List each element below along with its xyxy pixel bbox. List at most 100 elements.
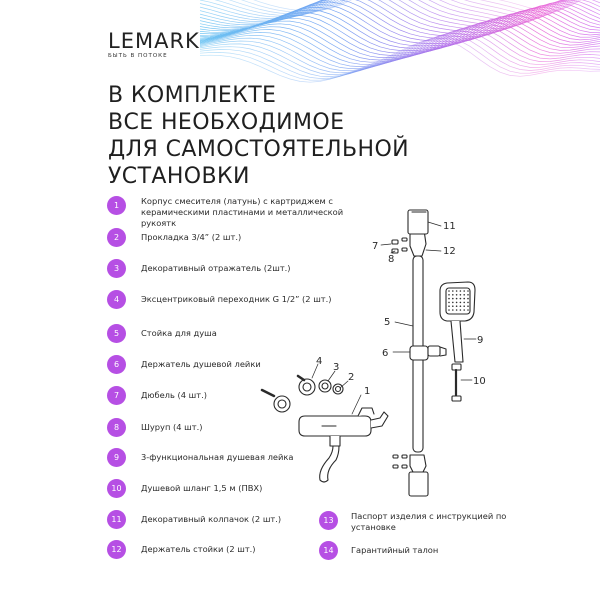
list-item-8: 8 Шуруп (4 шт.) [107, 418, 202, 437]
wave-line [199, 26, 600, 72]
nozzle-dot [455, 290, 458, 292]
brand-name: LEMARK [108, 29, 200, 53]
nozzle-dot [459, 290, 462, 292]
wave-line [199, 34, 600, 79]
brand-logo: LEMARK БЫТЬ В ПОТОКЕ [108, 30, 200, 59]
nozzle-dot [459, 297, 462, 300]
item-text: Дюбель (4 шт.) [141, 390, 207, 400]
diagram-label-7: 7 [372, 241, 378, 252]
diagram-label-6: 6 [382, 348, 388, 359]
wave-line [199, 28, 600, 74]
diagram-label-3: 3 [333, 362, 339, 373]
nozzle-dot [463, 297, 466, 300]
diagram-label-1: 1 [364, 386, 370, 397]
nozzle-dot [452, 309, 454, 311]
diagram-label-2: 2 [348, 372, 354, 383]
list-item-12: 12 Держатель стойки (2 шт.) [107, 540, 256, 559]
wave-line [199, 32, 600, 77]
item-text: Шуруп (4 шт.) [141, 422, 203, 432]
item-text: Декоративный колпачок (2 шт.) [141, 514, 282, 524]
screws-top-drawing [391, 237, 408, 254]
brand-tagline: БЫТЬ В ПОТОКЕ [108, 53, 168, 59]
item-text: Держатель душевой лейки [141, 359, 261, 369]
wave-line [199, 38, 600, 83]
nozzle-dot [467, 301, 469, 304]
nozzle-dot [452, 294, 454, 296]
diagram-label-5: 5 [384, 317, 390, 328]
diagram-label-11: 11 [443, 221, 456, 232]
diagram-label-4: 4 [316, 356, 322, 367]
fittings-drawing [260, 374, 344, 413]
nozzle-dot [455, 309, 458, 311]
item-number-badge: 2 [107, 228, 126, 247]
item-number-badge: 13 [319, 511, 338, 530]
nozzle-dot [459, 309, 462, 311]
nozzle-dot [467, 305, 469, 308]
nozzle-dot [455, 305, 458, 308]
wave-line [199, 0, 569, 25]
list-item-11: 11 Декоративный колпачок (2 шт.) [107, 510, 281, 529]
top-bracket-drawing [407, 209, 429, 257]
item-number-badge: 8 [107, 418, 126, 437]
item-number-badge: 3 [107, 259, 126, 278]
list-item-13: 13 Паспорт изделия с инструкцией по уста… [319, 511, 511, 533]
nozzle-dot [452, 297, 454, 300]
slide-holder-drawing [409, 345, 447, 361]
list-item-5: 5 Стойка для душа [107, 324, 217, 343]
nozzle-dot [448, 290, 450, 292]
wave-line [199, 36, 600, 81]
nozzle-dot [448, 301, 450, 304]
diagram-label-12: 12 [443, 246, 456, 257]
list-item-14: 14 Гарантийный талон [319, 541, 438, 560]
nozzle-dot [455, 294, 458, 296]
nozzle-dot [463, 305, 466, 308]
item-number-badge: 5 [107, 324, 126, 343]
nozzle-dot [463, 309, 466, 311]
nozzle-dot [463, 290, 466, 292]
nozzle-dot [448, 305, 450, 308]
nozzle-dot [463, 301, 466, 304]
list-item-10: 10 Душевой шланг 1,5 м (ПВХ) [107, 479, 262, 498]
hose-drawing [451, 363, 462, 402]
nozzle-dot [452, 290, 454, 292]
nozzle-dot [467, 294, 469, 296]
diagram-label-9: 9 [477, 335, 483, 346]
wave-line [199, 30, 600, 75]
nozzle-dot [467, 309, 469, 311]
item-number-badge: 4 [107, 290, 126, 309]
wave-line [199, 24, 600, 69]
item-text: Прокладка 3/4” (2 шт.) [141, 232, 242, 242]
list-item-3: 3 Декоративный отражатель (2шт.) [107, 259, 291, 278]
nozzle-dot [467, 297, 469, 300]
title-line-4: УСТАНОВКИ [108, 164, 250, 189]
item-text: Душевой шланг 1,5 м (ПВХ) [141, 483, 263, 493]
hand-shower-drawing [439, 281, 476, 363]
list-item-1: 1 Корпус смесителя (латунь) с картриджем… [107, 196, 356, 229]
nozzle-dot [459, 305, 462, 308]
item-number-badge: 6 [107, 355, 126, 374]
mixer-body-drawing [298, 407, 389, 483]
diagram-label-10: 10 [473, 376, 486, 387]
page-title: В КОМПЛЕКТЕ ВСЕ НЕОБХОДИМОЕ ДЛЯ САМОСТОЯ… [108, 82, 409, 190]
item-text: Стойка для душа [141, 328, 217, 338]
item-number-badge: 7 [107, 386, 126, 405]
nozzle-dot [455, 301, 458, 304]
nozzle-dot [448, 297, 450, 300]
bottom-bracket-drawing [392, 454, 429, 497]
item-text: Эксцентриковый переходник G 1/2” (2 шт.) [141, 294, 332, 304]
list-item-4: 4 Эксцентриковый переходник G 1/2” (2 шт… [107, 290, 332, 309]
title-line-2: ВСЕ НЕОБХОДИМОЕ [108, 110, 345, 135]
wave-line [199, 16, 600, 58]
item-text: Корпус смесителя (латунь) с картриджем с… [141, 196, 344, 228]
list-item-2: 2 Прокладка 3/4” (2 шт.) [107, 228, 241, 247]
item-number-badge: 1 [107, 196, 126, 215]
item-text: Паспорт изделия с инструкцией по установ… [351, 511, 507, 532]
wave-line [228, 0, 578, 16]
hand-shower-nozzles [448, 290, 469, 311]
item-text: Декоративный отражатель (2шт.) [141, 263, 291, 273]
list-item-6: 6 Держатель душевой лейки [107, 355, 261, 374]
diagram-label-8: 8 [388, 254, 394, 265]
